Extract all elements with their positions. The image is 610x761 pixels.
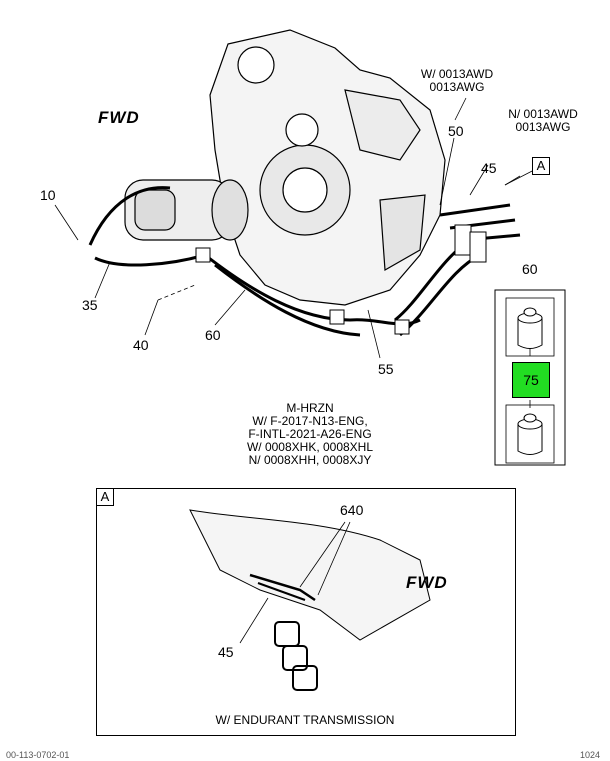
- detail-a-frame: [96, 488, 516, 736]
- view-a-tag: A: [532, 157, 550, 175]
- footer-drawing-number: 00-113-0702-01: [6, 750, 70, 760]
- callout-side-60: 60: [522, 261, 538, 277]
- note-with-awd-line-1: W/ 0013AWD: [420, 67, 494, 81]
- parts-75-frame: [505, 404, 555, 464]
- model-applicability-note: M-HRZN W/ F-2017-N13-ENG, F-INTL-2021-A2…: [240, 402, 380, 467]
- callout-detail-640: 640: [340, 502, 364, 518]
- callout-35: 35: [82, 297, 98, 313]
- starter-motor: [124, 179, 249, 241]
- fwd-indicator: FWD: [98, 108, 140, 127]
- callout-50: 50: [448, 123, 464, 139]
- note-with-awd-line-2: 0013AWG: [429, 80, 485, 94]
- note-with-awd: W/ 0013AWD 0013AWG: [402, 68, 512, 94]
- callout-40: 40: [133, 337, 149, 353]
- model-note-line-2: W/ F-2017-N13-ENG,: [252, 414, 368, 428]
- model-note-line-1: M-HRZN: [286, 401, 334, 415]
- callout-60: 60: [205, 327, 221, 343]
- note-without-awd: N/ 0013AWD 0013AWG: [488, 108, 598, 134]
- leader-lines: [54, 97, 539, 408]
- part-75-cylinder: [517, 413, 543, 455]
- detail-a-art: [189, 509, 431, 691]
- model-note-line-4: W/ 0008XHK, 0008XHL: [246, 440, 374, 454]
- parts-60-frame: [505, 297, 555, 357]
- callout-detail-45: 45: [218, 644, 234, 660]
- fwd-indicator-detail: FWD: [406, 573, 448, 592]
- model-note-line-5: N/ 0008XHH, 0008XJY: [248, 453, 372, 467]
- highlighted-part-75[interactable]: 75: [512, 362, 550, 398]
- flywheel-housing: [209, 29, 446, 306]
- footer-page-code: 1024: [580, 750, 601, 760]
- model-note-line-3: F-INTL-2021-A26-ENG: [248, 427, 372, 441]
- harness-connectors: [195, 224, 487, 335]
- note-without-awd-line-2: 0013AWG: [515, 120, 571, 134]
- note-without-awd-line-1: N/ 0013AWD: [508, 107, 578, 121]
- detail-caption: W/ ENDURANT TRANSMISSION: [215, 713, 395, 727]
- callout-55: 55: [378, 361, 394, 377]
- callout-45: 45: [481, 160, 497, 176]
- part-60-cylinder: [517, 307, 543, 349]
- parts-panel-frame: [494, 289, 566, 466]
- detail-a-tag: A: [96, 488, 114, 506]
- callout-10: 10: [40, 187, 56, 203]
